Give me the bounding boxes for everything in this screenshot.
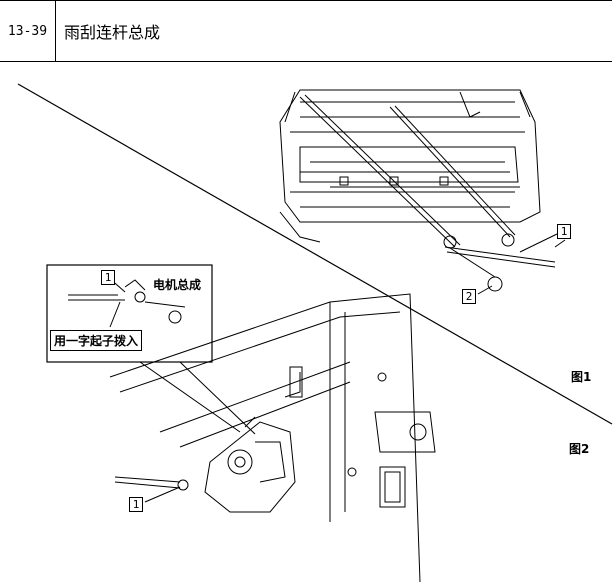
fig1-body-panel	[279, 89, 541, 243]
technical-drawing	[17, 83, 613, 583]
section-code: 13-39	[0, 1, 56, 61]
section-title: 雨刮连杆总成	[64, 23, 161, 42]
motor-assembly-label: 电机总成	[153, 278, 202, 292]
callout-2-fig1: 2	[462, 289, 476, 304]
callout-1-fig2: 1	[129, 497, 143, 512]
fig2-body-panel	[109, 293, 436, 583]
inset-detail	[68, 279, 186, 328]
callout-1-fig1: 1	[557, 224, 571, 239]
figure-divider-line	[17, 83, 613, 425]
figure-1-label: 图1	[571, 370, 592, 384]
page-header: 13-39 雨刮连杆总成	[0, 0, 612, 62]
callout-1-fig1-leader	[519, 233, 558, 253]
inset-leader-2	[179, 361, 256, 435]
callout-2-fig1-leader	[477, 285, 493, 295]
inset-frame	[46, 264, 213, 363]
fig1-wiper-linkage	[299, 94, 566, 292]
screwdriver-instruction-note: 用一字起子拨入	[50, 330, 143, 351]
figure-2-label: 图2	[569, 442, 590, 456]
inset-leader-1	[139, 361, 241, 433]
wiper-linkage-illustration: 1 2 1 1 电机总成 用一字起子拨入 图1 图2	[0, 62, 614, 587]
inset-callout-1: 1	[101, 270, 115, 285]
callout-1-fig2-leader	[144, 486, 181, 503]
